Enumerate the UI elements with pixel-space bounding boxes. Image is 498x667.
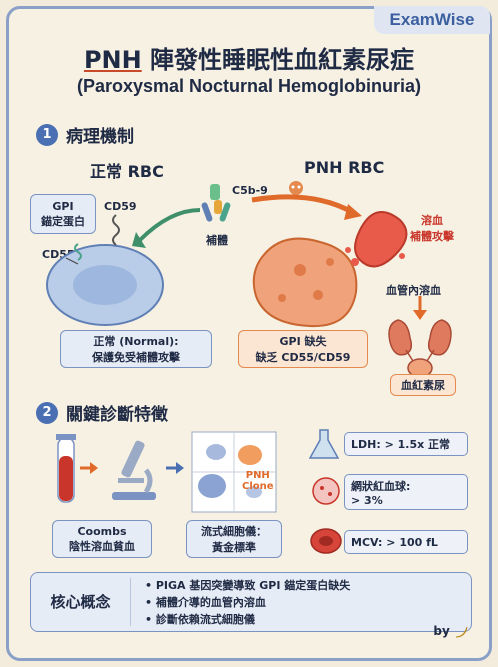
title-abbr: PNH <box>83 46 142 74</box>
skull-icon <box>289 181 303 195</box>
gpi-anchor-box: GPI 錨定蛋白 <box>30 194 96 234</box>
core-point-3: 診斷依賴流式細胞儀 <box>145 611 350 628</box>
section2-number: 2 <box>36 401 58 424</box>
hemoglobinuria-box: 血紅素尿 <box>390 374 456 396</box>
core-concepts-box: 核心概念 PIGA 基因突變導致 GPI 錨定蛋白缺失 補體介導的血管內溶血 診… <box>30 572 472 632</box>
coombs-box: Coombs 陰性溶血貧血 <box>52 520 152 558</box>
section1-title: 病理機制 <box>66 127 134 147</box>
microscope-icon <box>112 440 156 500</box>
retic-line1: 網狀紅血球: <box>351 479 411 493</box>
brand-logo: ExamWise <box>374 6 490 34</box>
normal-rbc-icon <box>46 214 164 326</box>
hemoglobinuria-label: 血紅素尿 <box>401 379 445 392</box>
complement-label: 補體 <box>206 234 228 247</box>
flow-cytometry-plot <box>191 431 277 513</box>
section1-number: 1 <box>36 123 58 146</box>
pnh-box-line2: 缺乏 CD55/CD59 <box>255 351 351 364</box>
core-concepts-title: 核心概念 <box>31 578 131 626</box>
complement-protein-icon <box>201 184 231 222</box>
reticulocyte-icon <box>312 477 340 505</box>
byline: by <box>433 624 468 639</box>
mcv-label: MCV: > 100 fL <box>351 535 438 549</box>
lysis-attack-line2: 補體攻擊 <box>410 230 454 243</box>
ldh-label: LDH: > 1.5x 正常 <box>351 438 451 451</box>
coombs-line2: 陰性溶血貧血 <box>69 539 135 553</box>
pnh-clone-label: PNH Clone <box>242 470 274 492</box>
pnh-clone-line2: Clone <box>242 481 274 492</box>
ldh-lab-box: LDH: > 1.5x 正常 <box>344 432 468 456</box>
flow-line1: 流式細胞儀： <box>201 525 267 538</box>
section2-header: 2 關鍵診斷特徵 <box>36 400 168 425</box>
lysed-cell-icon <box>345 211 408 268</box>
cd59-label: CD59 <box>104 200 137 213</box>
test-tube-icon <box>56 434 76 503</box>
complement-blocked-arrow <box>138 208 201 242</box>
pnh-rbc-icon <box>252 237 358 328</box>
intravascular-label: 血管內溶血 <box>386 284 441 297</box>
byline-text: by <box>433 624 450 638</box>
pnh-deficiency-box: GPI 缺失 缺乏 CD55/CD59 <box>238 330 368 368</box>
pnh-clone-line1: PNH <box>245 470 270 481</box>
page-subtitle: (Paroxysmal Nocturnal Hemoglobinuria) <box>76 76 422 96</box>
lysis-attack-line1: 溶血 <box>421 214 443 227</box>
retic-line2: > 3% <box>351 493 383 507</box>
page-title: PNH 陣發性睡眠性血紅素尿症 <box>0 40 498 75</box>
flow-cytometry-box: 流式細胞儀： 黃金標準 <box>186 520 282 558</box>
c5b9-label: C5b-9 <box>232 184 268 197</box>
mcv-lab-box: MCV: > 100 fL <box>344 530 468 554</box>
core-point-1: PIGA 基因突變導致 GPI 錨定蛋白缺失 <box>145 577 350 594</box>
gpi-anchor-line1: GPI <box>52 199 74 213</box>
banana-icon <box>455 626 468 637</box>
retic-lab-box: 網狀紅血球: > 3% <box>344 474 468 510</box>
core-concepts-list: PIGA 基因突變導致 GPI 錨定蛋白缺失 補體介導的血管內溶血 診斷依賴流式… <box>131 577 350 628</box>
large-rbc-icon <box>310 528 342 554</box>
pnh-rbc-label: PNH RBC <box>304 158 385 177</box>
pnh-box-line1: GPI 缺失 <box>279 335 327 348</box>
section2-title: 關鍵診斷特徵 <box>66 405 168 425</box>
flow-line2: 黃金標準 <box>212 541 256 554</box>
normal-box-line2: 保護免受補體攻擊 <box>92 351 180 364</box>
title-text: 陣發性睡眠性血紅素尿症 <box>141 46 415 74</box>
core-point-2: 補體介導的血管內溶血 <box>145 594 350 611</box>
coombs-line1: Coombs <box>77 524 127 538</box>
normal-box-line1: 正常 (Normal): <box>93 335 179 348</box>
gpi-anchor-line2: 錨定蛋白 <box>41 214 85 228</box>
normal-rbc-label: 正常 RBC <box>90 162 164 181</box>
attack-arrow <box>251 194 354 215</box>
normal-protection-box: 正常 (Normal): 保護免受補體攻擊 <box>60 330 212 368</box>
section1-header: 1 病理機制 <box>36 122 134 147</box>
flask-icon <box>308 429 340 459</box>
lysis-attack-label: 溶血 補體攻擊 <box>410 212 454 244</box>
